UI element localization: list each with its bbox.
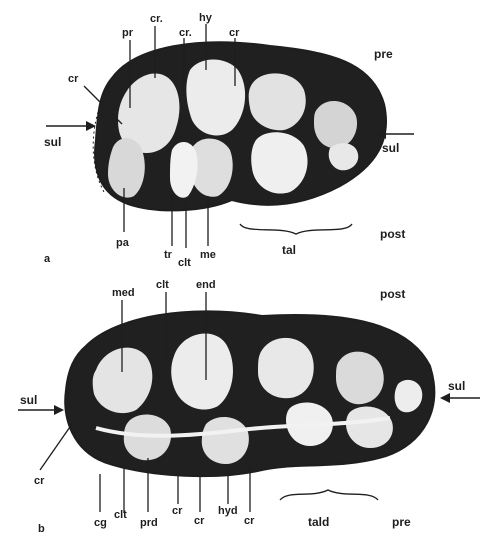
figure-b-label-sul-right: sul	[448, 379, 465, 393]
figure-b-label-cr-left: cr	[34, 475, 45, 487]
figure-a-talon-cusp-2	[251, 132, 307, 193]
figure-a-label-pa: pa	[116, 237, 130, 249]
figure-a-label-hy: hy	[199, 12, 213, 24]
figure-b-label-hyd: hyd	[218, 505, 238, 517]
figure-a-label-tr: tr	[164, 249, 173, 261]
figure-a-panel-letter: a	[44, 253, 51, 265]
figure-a-sulcus-arrowhead-left	[86, 121, 96, 131]
figure-a-label-post: post	[380, 227, 405, 241]
figure-a-paracone	[108, 138, 145, 197]
figure-b-talonid-cusp-3	[336, 352, 384, 405]
figure-a-label-pr: pr	[122, 27, 134, 39]
figure-a-hypocone	[186, 60, 245, 136]
figure-b-talonid-cusp-1	[258, 338, 314, 398]
figure-b-hypoconid	[202, 417, 249, 464]
figure-a-label-sul-left: sul	[44, 135, 61, 149]
figure-a: pr cr. hy cr. cr cr pa tr clt me tal pre…	[44, 12, 414, 269]
figure-b-label-cr2: cr	[194, 515, 205, 527]
figure-a-label-clt: clt	[178, 257, 191, 269]
figure-b-label-med: med	[112, 287, 135, 299]
figure-a-label-cr4: cr	[68, 73, 79, 85]
figure-a-label-tal: tal	[282, 243, 296, 257]
figure-b-leader-cr-left	[40, 424, 72, 470]
figure-a-tal-brace	[240, 224, 352, 234]
figure-a-label-cr2: cr.	[179, 27, 192, 39]
figure-b-label-cr3: cr	[244, 515, 255, 527]
figure-b-label-prd: prd	[140, 517, 158, 529]
figure-b-entoconid	[171, 334, 233, 410]
figure-b-label-clt-top: clt	[156, 279, 169, 291]
figure-b-panel-letter: b	[38, 523, 45, 535]
figure-b: med clt end cr cg clt prd cr cr hyd cr t…	[18, 279, 480, 535]
figure-b-label-sul-left: sul	[20, 393, 37, 407]
figure-a-label-cr3: cr	[229, 27, 240, 39]
figure-b-tald-brace	[280, 490, 378, 500]
figure-b-sulcus-arrowhead-right	[440, 393, 450, 403]
figure-b-label-post: post	[380, 287, 405, 301]
figure-b-label-tald: tald	[308, 515, 329, 529]
figure-b-label-cr1: cr	[172, 505, 183, 517]
figure-a-label-pre: pre	[374, 47, 393, 61]
figure-b-sulcus-arrowhead-left	[54, 405, 64, 415]
figure-a-label-cr1: cr.	[150, 13, 163, 25]
figure-b-label-pre: pre	[392, 515, 411, 529]
figure-b-label-clt-bottom: clt	[114, 509, 127, 521]
figure-a-label-me: me	[200, 249, 216, 261]
figure-b-label-end: end	[196, 279, 216, 291]
figure-a-label-sul-right: sul	[382, 141, 399, 155]
figure-b-label-cg: cg	[94, 517, 107, 529]
